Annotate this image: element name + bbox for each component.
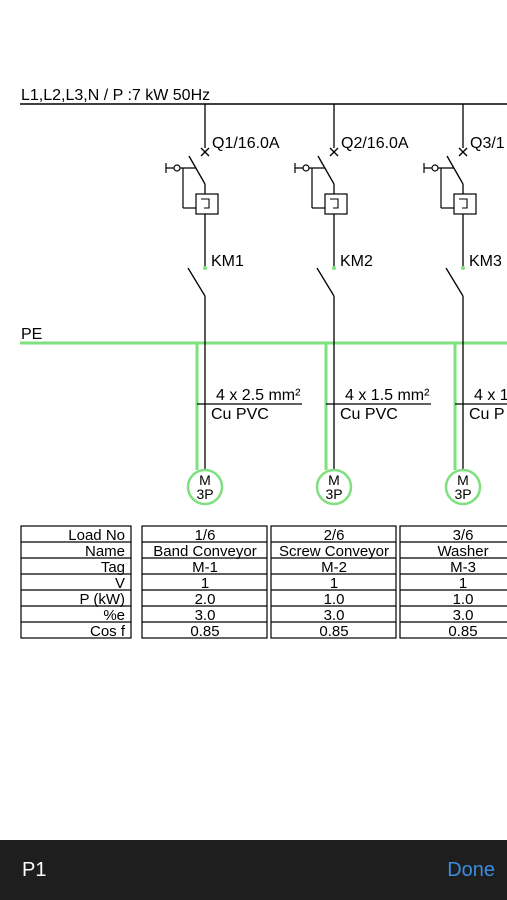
breaker-label-q1: Q1/16.0A — [212, 135, 280, 152]
header-v: V — [115, 575, 125, 592]
header-p-kw: P (kW) — [79, 591, 125, 608]
table-cell: 3/6 — [453, 527, 474, 544]
table-cell: 1/6 — [195, 527, 216, 544]
table-cell: 0.85 — [319, 623, 348, 640]
table-cell: 2/6 — [324, 527, 345, 544]
table-cell: M-3 — [450, 559, 476, 576]
header-cos-f: Cos f — [90, 623, 126, 640]
motor-3-symbol — [444, 468, 482, 506]
header-name: Name — [85, 543, 125, 560]
table-cell: 1 — [201, 575, 209, 592]
feeder-3: Q3/1 KM3 4 x 1 Cu P M 3P — [423, 104, 507, 506]
bottom-toolbar: P1 Done — [0, 840, 507, 900]
table-cell: 2.0 — [195, 591, 216, 608]
load-table-headers: Load No Name Tag V P (kW) %e Cos f — [68, 527, 126, 640]
feeder-2: Q2/16.0A KM2 4 x 1.5 mm² Cu PVC M 3P — [294, 104, 431, 506]
motor-1-phase: 3P — [196, 486, 213, 502]
motor-1-label: M — [199, 472, 211, 488]
pe-label: PE — [21, 326, 42, 343]
table-cell: 3.0 — [453, 607, 474, 624]
motor-2-phase: 3P — [325, 486, 342, 502]
cable-type-2: Cu PVC — [340, 406, 398, 423]
motor-3-label: M — [457, 472, 469, 488]
load-table-column-1: 1/6 Band Conveyor M-1 1 2.0 3.0 0.85 — [141, 525, 268, 640]
load-table-column-3: 3/6 Washer M-3 1 1.0 3.0 0.85 — [399, 525, 507, 640]
bus-label: L1,L2,L3,N / P :7 kW 50Hz — [21, 87, 210, 104]
load-table-header-column — [20, 525, 132, 639]
breaker-label-q2: Q2/16.0A — [341, 135, 409, 152]
page-label: P1 — [22, 858, 47, 881]
cable-type-1: Cu PVC — [211, 406, 269, 423]
table-cell: 3.0 — [195, 607, 216, 624]
contactor-label-km1: KM1 — [211, 253, 244, 270]
table-cell: 1 — [459, 575, 467, 592]
table-cell: 1.0 — [453, 591, 474, 608]
contactor-label-km2: KM2 — [340, 253, 373, 270]
schematic-canvas: L1,L2,L3,N / P :7 kW 50Hz PE Q1/16.0A KM… — [20, 87, 507, 640]
schematic-diagram: L1,L2,L3,N / P :7 kW 50Hz PE Q1/16.0A KM… — [20, 87, 507, 640]
feeder-1: Q1/16.0A KM1 4 x 2.5 mm² Cu PVC M 3P — [165, 104, 302, 506]
table-cell: 0.85 — [190, 623, 219, 640]
table-cell: 1 — [330, 575, 338, 592]
motor-3-phase: 3P — [454, 486, 471, 502]
motor-2-symbol — [315, 468, 353, 506]
cable-size-1: 4 x 2.5 mm² — [216, 387, 301, 404]
cable-size-3: 4 x 1 — [474, 387, 507, 404]
done-button[interactable]: Done — [447, 858, 495, 881]
header-percent-e: %e — [103, 607, 125, 624]
load-table-column-2: 2/6 Screw Conveyor M-2 1 1.0 3.0 0.85 — [270, 525, 397, 640]
table-cell: M-2 — [321, 559, 347, 576]
table-cell: 0.85 — [448, 623, 477, 640]
motor-2-label: M — [328, 472, 340, 488]
table-cell: Washer — [437, 543, 488, 560]
table-cell: Band Conveyor — [153, 543, 256, 560]
header-load-no: Load No — [68, 527, 125, 544]
table-cell: M-1 — [192, 559, 218, 576]
breaker-label-q3: Q3/1 — [470, 135, 505, 152]
motor-1-symbol — [186, 468, 224, 506]
cable-size-2: 4 x 1.5 mm² — [345, 387, 430, 404]
table-cell: 3.0 — [324, 607, 345, 624]
table-cell: 1.0 — [324, 591, 345, 608]
contactor-label-km3: KM3 — [469, 253, 502, 270]
table-cell: Screw Conveyor — [279, 543, 389, 560]
cable-type-3: Cu P — [469, 406, 505, 423]
header-tag: Tag — [101, 559, 125, 576]
